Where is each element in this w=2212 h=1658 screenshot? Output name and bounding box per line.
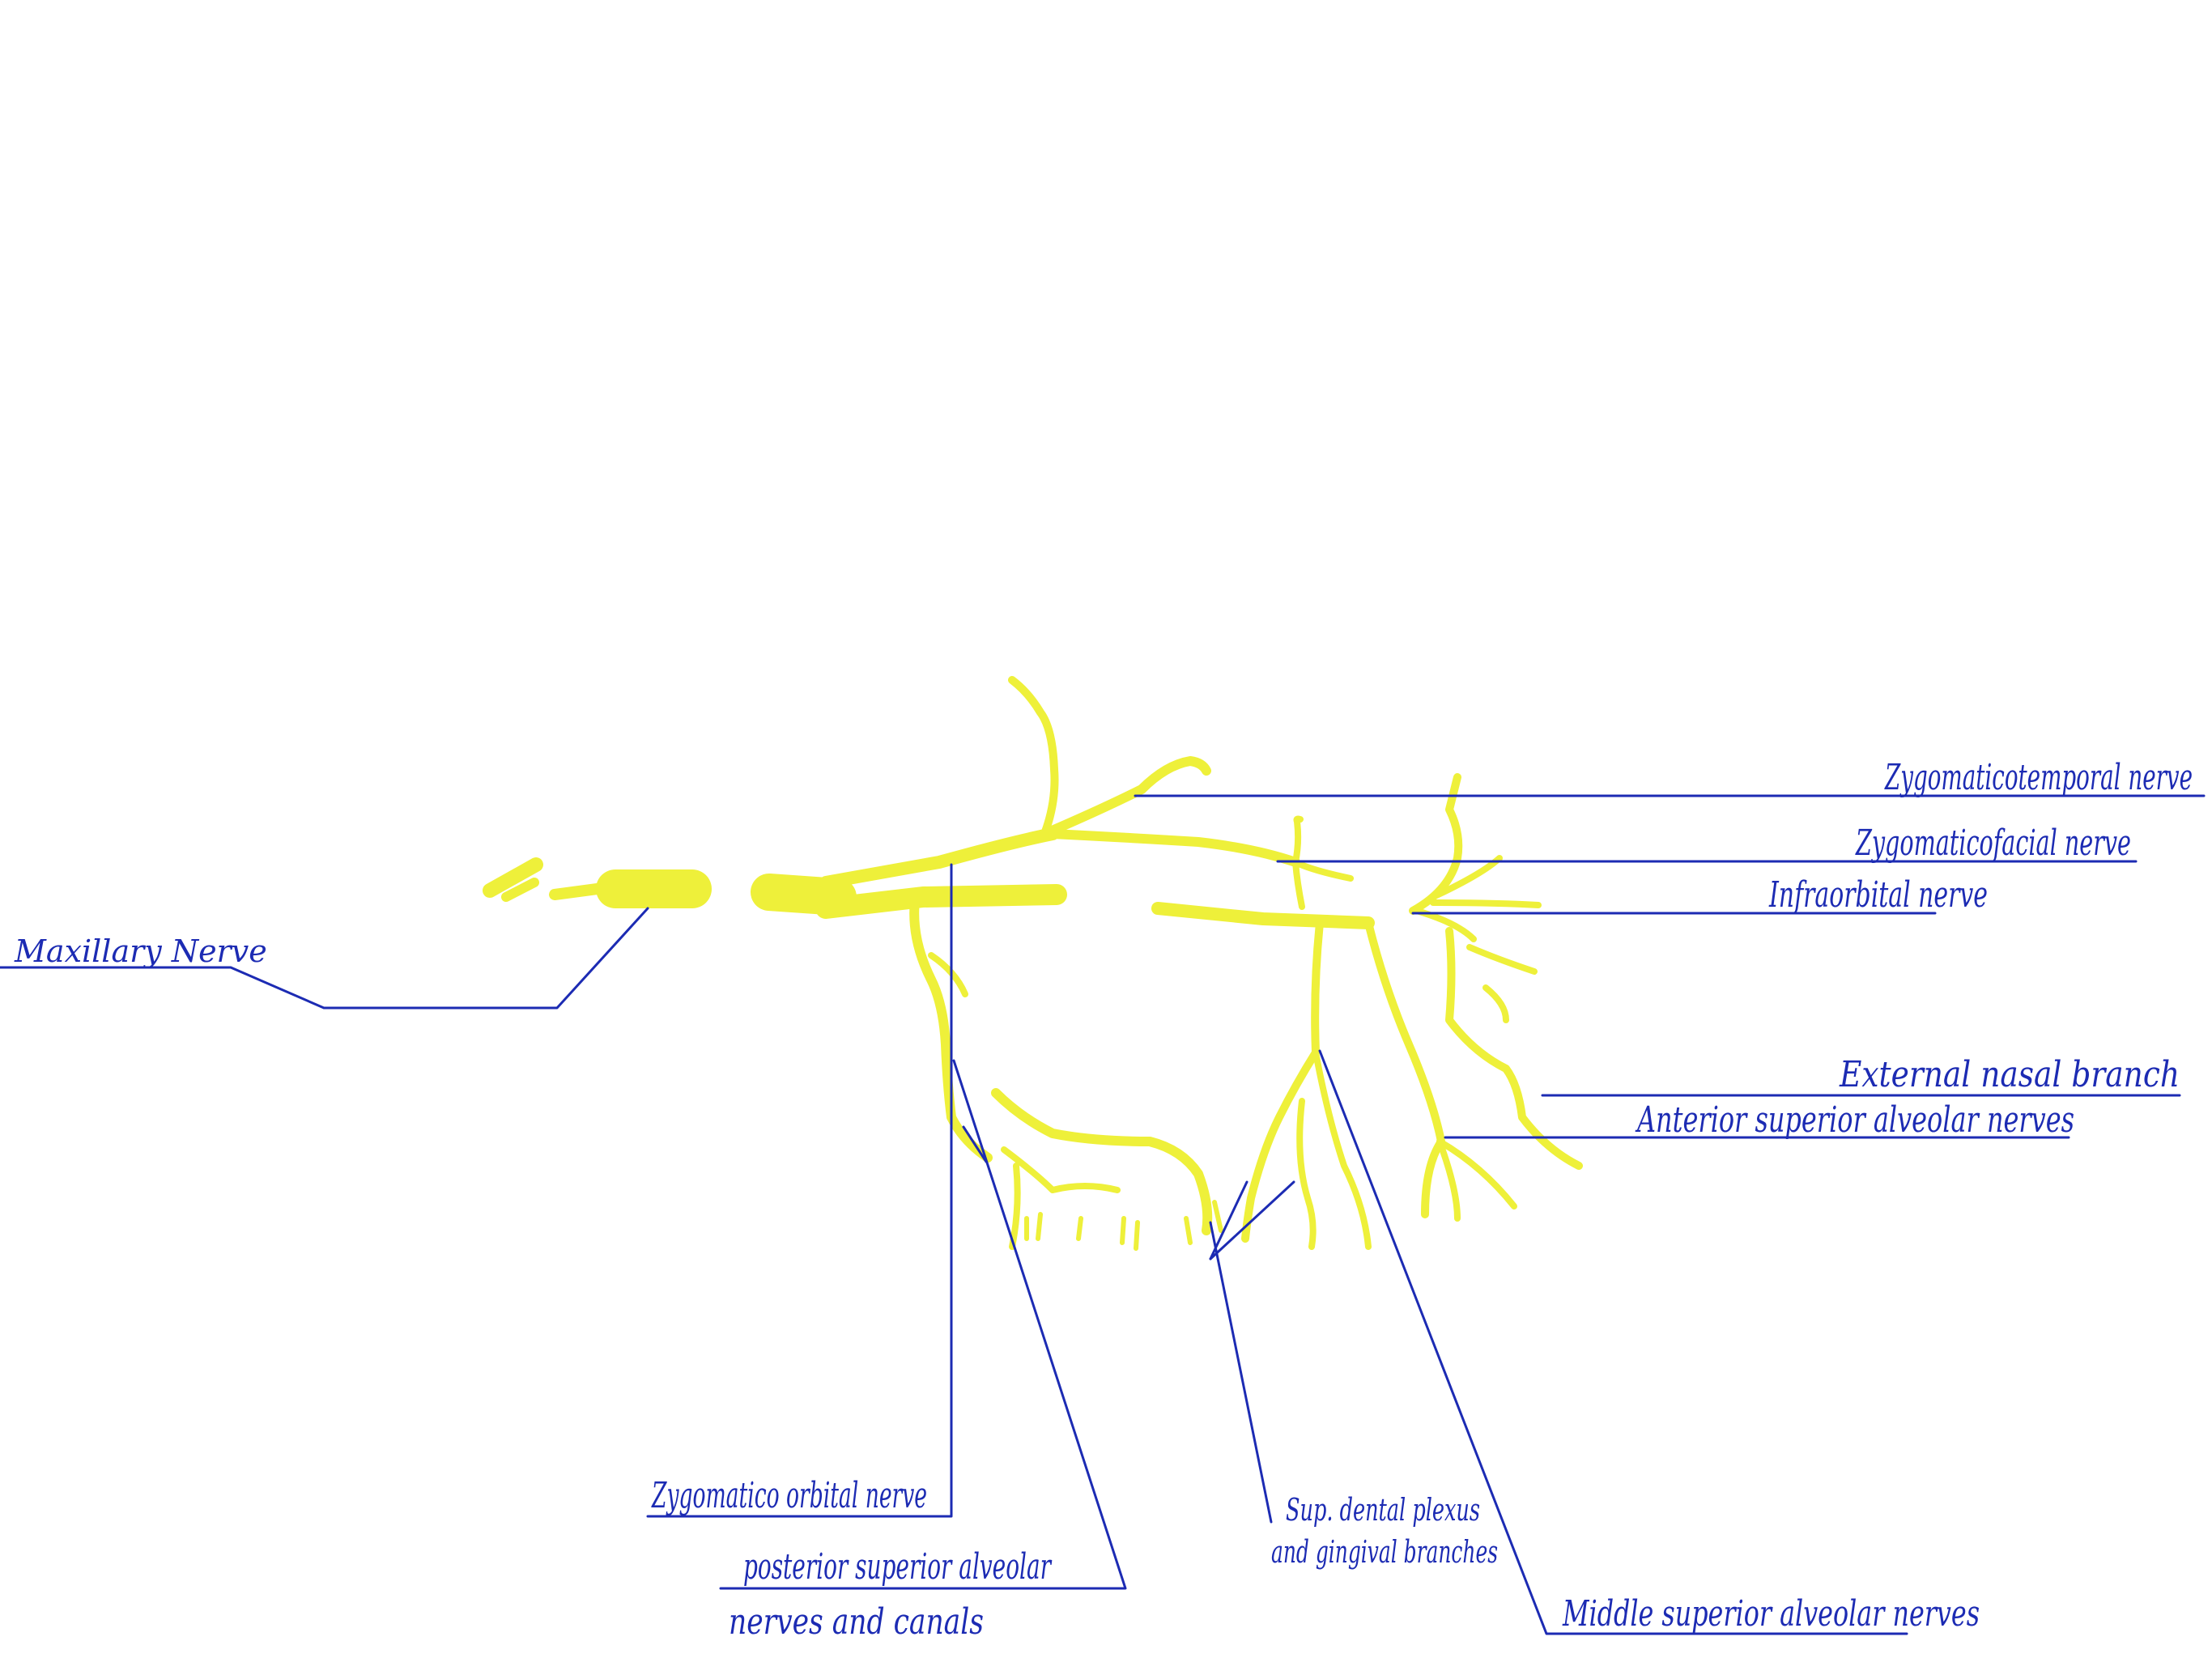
infraorbital-upper-twig bbox=[1414, 908, 1477, 942]
zygomatic-nerve-trunk bbox=[819, 827, 1059, 889]
posterior-superior-alveolar-branch bbox=[909, 895, 993, 1163]
zygomaticofacial-twig bbox=[1292, 859, 1354, 882]
dental-plexus-twig bbox=[1184, 1216, 1193, 1245]
leader-superior-dental-plexus-b bbox=[1209, 1180, 1295, 1261]
dental-plexus-twig bbox=[1120, 1216, 1126, 1245]
leader-zygomatico-orbital bbox=[646, 863, 953, 1518]
dental-plexus-twig bbox=[1212, 1200, 1223, 1233]
leader-maxillary-nerve bbox=[0, 907, 649, 1010]
posterior-superior-alveolar-twig bbox=[1009, 1163, 1021, 1250]
zygomaticofacial-branch bbox=[1048, 829, 1300, 867]
anterior-superior-alveolar-twig bbox=[1436, 1138, 1517, 1209]
label-zygomaticotemporal-nerve: Zygomaticotemporal nerve bbox=[1884, 757, 2193, 798]
label-posterior-superior-alveolar-line2: nerves and canals bbox=[729, 1601, 984, 1643]
zygomaticofacial-twig bbox=[1292, 859, 1305, 910]
nerve-drawing bbox=[483, 676, 1583, 1251]
external-nasal-twig bbox=[1466, 944, 1538, 975]
posterior-superior-alveolar-twig bbox=[1001, 1146, 1121, 1193]
middle-superior-alveolar-twig bbox=[1296, 1098, 1317, 1250]
label-infraorbital-nerve: Infraorbital nerve bbox=[1768, 874, 1988, 916]
anterior-superior-alveolar-branch bbox=[1364, 919, 1445, 1218]
leader-posterior-superior-alveolar bbox=[719, 1059, 1127, 1590]
label-external-nasal-branch: External nasal branch bbox=[1839, 1054, 2180, 1095]
zygomaticofacial-twig bbox=[1292, 815, 1304, 865]
label-superior-dental-plexus-line1: Sup. dental plexus bbox=[1286, 1492, 1480, 1528]
leader-superior-dental-plexus-a bbox=[1209, 1180, 1249, 1261]
label-zygomatico-orbital-nerve: Zygomatico orbital nerve bbox=[651, 1475, 927, 1516]
infraorbital-upper-twig bbox=[1430, 899, 1542, 908]
infraorbital-trunk-distal bbox=[1151, 902, 1375, 929]
zygomaticotemporal-branch bbox=[1040, 756, 1211, 839]
middle-superior-alveolar-branch bbox=[1241, 919, 1324, 1243]
infraorbital-upper-twig bbox=[1430, 855, 1503, 900]
leader-superior-dental-plexus bbox=[1209, 1221, 1273, 1524]
dental-plexus-twig bbox=[1076, 1216, 1083, 1241]
label-superior-dental-plexus-line2: and gingival branches bbox=[1271, 1534, 1498, 1570]
label-maxillary-nerve: Maxillary Nerve bbox=[14, 933, 267, 969]
label-zygomaticofacial-nerve: Zygomaticofacial nerve bbox=[1855, 823, 2131, 864]
leader-lines bbox=[0, 794, 2206, 1635]
ascending-branch bbox=[1008, 676, 1059, 838]
infraorbital-trunk-proximal bbox=[815, 884, 1067, 919]
maxillary-nerve-fragment bbox=[483, 857, 543, 898]
maxillary-nerve-fragment bbox=[501, 878, 539, 902]
maxillary-nerve-trunk bbox=[751, 874, 857, 916]
label-middle-superior-alveolar: Middle superior alveolar nerves bbox=[1562, 1593, 1980, 1635]
external-nasal-branch bbox=[1445, 927, 1583, 1170]
middle-superior-alveolar-twig bbox=[1312, 1049, 1372, 1250]
anterior-superior-alveolar-twig bbox=[1436, 1138, 1461, 1222]
label-posterior-superior-alveolar-line1: posterior superior alveolar bbox=[743, 1546, 1053, 1588]
leader-posterior-superior-alveolar-branch bbox=[962, 1125, 988, 1163]
leader-middle-superior-alveolar bbox=[1318, 1049, 1908, 1635]
posterior-superior-alveolar-branch bbox=[991, 1088, 1213, 1235]
label-anterior-superior-alveolar: Anterior superior alveolar nerves bbox=[1635, 1099, 2074, 1141]
dental-plexus-twig bbox=[1134, 1220, 1140, 1251]
external-nasal-twig bbox=[1482, 984, 1509, 1023]
dental-plexus-twig bbox=[1036, 1212, 1043, 1241]
labels: Maxillary Nerve Zygomaticotemporal nerve… bbox=[14, 757, 2193, 1643]
